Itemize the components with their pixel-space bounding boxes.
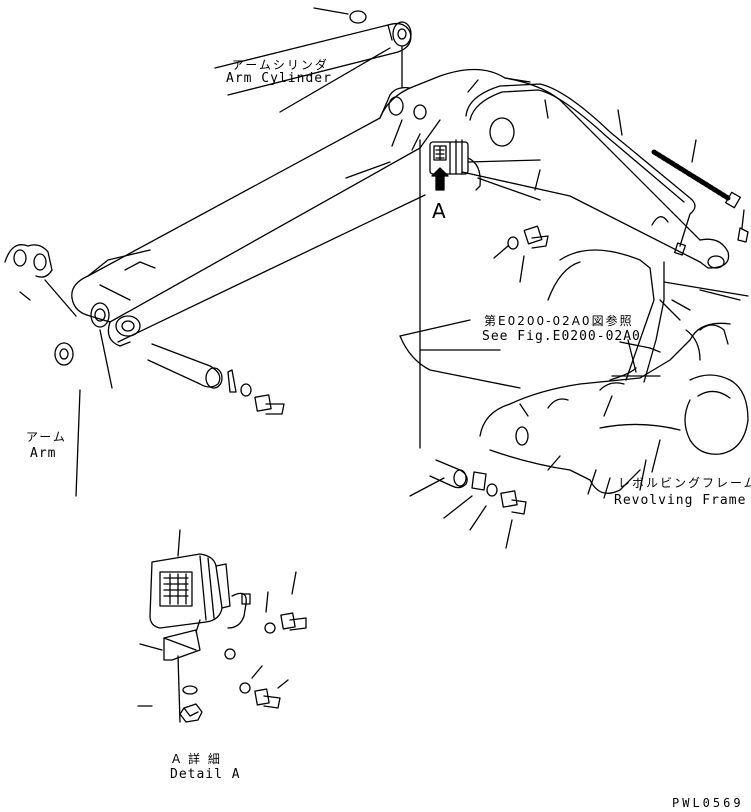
arm-cylinder — [214, 7, 412, 113]
arm-label-en: Arm — [30, 446, 57, 461]
detail-a-lamp — [137, 529, 307, 723]
arm-pin-assembly — [147, 343, 285, 415]
arm-beam — [44, 68, 531, 497]
arm-cylinder-label-en: Arm Cylinder — [226, 71, 332, 86]
revolving-frame-label-jp: レボルビングフレーム — [618, 476, 751, 490]
arm-cylinder-label-jp: アームシリンダ — [232, 58, 329, 72]
see-fig-leader — [627, 339, 637, 373]
bucket-link — [4, 244, 74, 366]
boom-wiring — [465, 83, 749, 256]
detail-a-label-en: Detail A — [170, 767, 241, 782]
revolving-frame — [399, 249, 749, 499]
arm-label-jp: アーム — [26, 430, 67, 444]
see-fig-label-jp: 第E0200-02A0図参照 — [484, 314, 634, 328]
see-fig-label-en: See Fig.E0200-02A0 — [482, 329, 641, 344]
drawing-code: PWL0569 — [672, 796, 744, 810]
lamp-fasteners — [493, 225, 549, 283]
revolving-frame-label-en: Revolving Frame — [614, 493, 747, 508]
view-a-marker: A — [432, 199, 447, 223]
arm-cylinder-washer — [349, 10, 367, 24]
lower-pin-assembly — [409, 459, 527, 549]
working-lamp-on-arm — [411, 133, 541, 449]
detail-a-label-jp: A 詳 細 — [172, 752, 222, 766]
